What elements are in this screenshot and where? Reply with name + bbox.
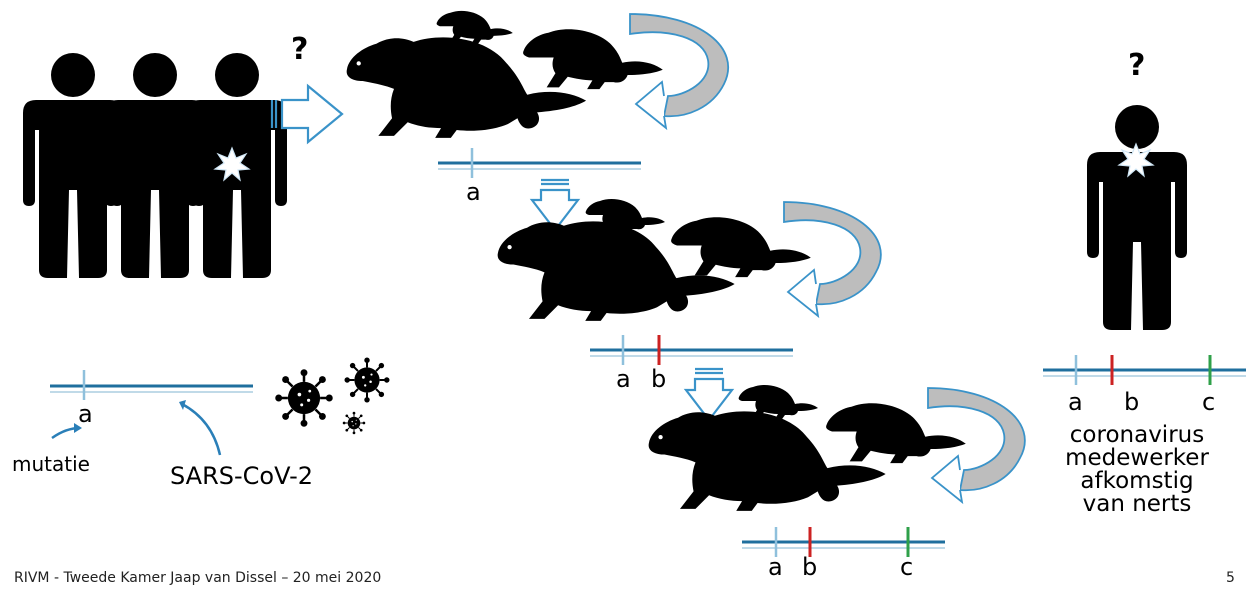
virus-name-label: SARS-CoV-2 [170, 462, 314, 490]
mutation-label-a-worker: a [1068, 388, 1083, 416]
loop-arrow-3 [927, 387, 1026, 505]
people-group [23, 53, 287, 278]
mutation-label-a-2: a [616, 365, 631, 393]
transmission-arrow-human-to-mink [270, 83, 344, 145]
virus-pointer-arrow [181, 402, 222, 456]
genome-line-people [50, 370, 253, 400]
mink-icon-3b [826, 403, 966, 464]
worker-caption-line-4: van nerts [1082, 491, 1192, 517]
page-number: 5 [1226, 570, 1235, 586]
worker-caption-line-3: afkomstig [1080, 468, 1194, 494]
mutation-label-c-3: c [900, 553, 914, 581]
worker-caption-line-1: coronavirus [1069, 422, 1205, 448]
mutation-label-b-2: b [651, 365, 667, 393]
mink-group-1 [346, 10, 663, 138]
question-mark-transmission: ? [291, 32, 309, 67]
worker-figure [1087, 105, 1187, 330]
footer-source: RIVM - Tweede Kamer Jaap van Dissel – 20… [14, 570, 382, 586]
mutation-caption: mutatie [12, 452, 90, 476]
virus-icon-large [273, 367, 335, 429]
mutation-label-a-3: a [768, 553, 783, 581]
mutation-label-b-3: b [802, 553, 818, 581]
virus-icon-small [342, 411, 366, 435]
genome-line-3 [742, 527, 945, 557]
worker-caption: coronavirus medewerker afkomstig van ner… [1062, 424, 1212, 516]
worker-person-icon [1087, 105, 1187, 330]
virus-icon-medium [343, 356, 391, 404]
spread-arrow-down-2 [683, 367, 735, 422]
mink-icon-2b [671, 217, 811, 278]
worker-caption-line-2: medewerker [1065, 445, 1209, 471]
genome-line-2 [590, 335, 793, 365]
loop-arrow-2 [783, 201, 882, 319]
mink-icon-1b [523, 29, 663, 90]
genome-line-worker [1043, 355, 1246, 385]
loop-arrow-1 [629, 13, 730, 131]
spread-arrow-down-1 [529, 178, 581, 232]
genome-line-1 [438, 148, 641, 178]
mutation-label-a-people: a [78, 400, 93, 428]
mutation-label-a-1: a [466, 178, 481, 206]
mutation-label-b-worker: b [1124, 388, 1140, 416]
mutation-label-c-worker: c [1202, 388, 1216, 416]
question-mark-worker: ? [1128, 48, 1146, 83]
